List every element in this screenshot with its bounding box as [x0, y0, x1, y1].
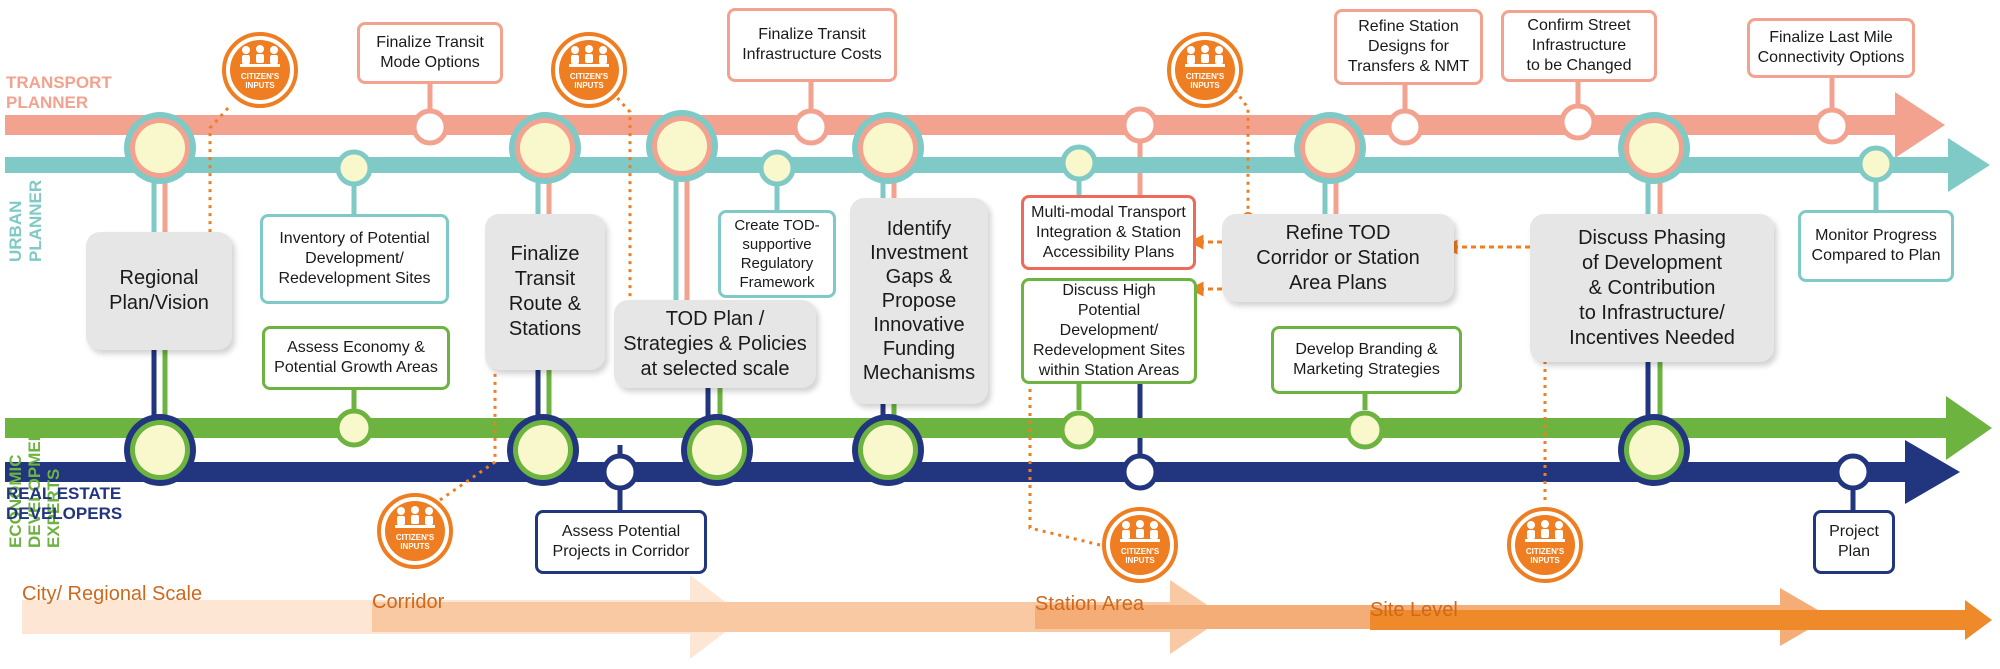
- role-economic-label: ECONOMIC DEVELOPMENT EXPERTS: [6, 418, 63, 548]
- node-urban-1: [335, 149, 373, 187]
- big-nodes-bottom: [124, 414, 1690, 486]
- role-transport-label: TRANSPORT PLANNER: [6, 73, 112, 112]
- scale-label-corridor: Corridor: [372, 591, 445, 613]
- node-transport-3: [1121, 106, 1159, 144]
- discuss-high-potential-box: Discuss High Potential Development/ Rede…: [1021, 278, 1197, 384]
- scale-label-city: City/ Regional Scale: [22, 583, 203, 605]
- monitor-progress-box: Monitor Progress Compared to Plan: [1798, 210, 1954, 282]
- finalize-route-stage: Finalize Transit Route & Stations: [485, 214, 605, 370]
- develop-branding-box: Develop Branding & Marketing Strategies: [1271, 326, 1462, 394]
- tod-plan-stage: TOD Plan / Strategies & Policies at sele…: [614, 300, 816, 388]
- citizen-inputs-badge-2: CITIZEN'S INPUTS: [551, 32, 627, 108]
- discuss-phasing-stage: Discuss Phasing of Development & Contrib…: [1530, 214, 1774, 362]
- citizen-inputs-label: CITIZEN'S INPUTS: [1120, 547, 1160, 565]
- citizen-inputs-label: CITIZEN'S INPUTS: [1525, 547, 1565, 565]
- project-plan-box: Project Plan: [1813, 510, 1895, 574]
- role-real-estate-label: REAL ESTATE DEVELOPERS: [6, 484, 123, 523]
- people-at-table-icon: [1525, 520, 1565, 542]
- finalize-infrastructure-costs-box: Finalize Transit Infrastructure Costs: [727, 8, 897, 82]
- assess-projects-box: Assess Potential Projects in Corridor: [535, 510, 707, 574]
- node-urban-2: [758, 149, 796, 187]
- small-nodes: [334, 103, 1895, 491]
- node-transport-2: [792, 108, 830, 146]
- node-transport-1: [411, 108, 449, 146]
- node-transport-5: [1559, 103, 1597, 141]
- inventory-sites-box: Inventory of Potential Development/ Rede…: [260, 214, 449, 304]
- identify-gaps-stage: Identify Investment Gaps & Propose Innov…: [850, 198, 988, 404]
- scale-bands: [22, 575, 1992, 659]
- node-urban-4: [1857, 145, 1895, 183]
- economic-lane: [5, 396, 1992, 460]
- citizen-inputs-label: CITIZEN'S INPUTS: [395, 533, 435, 551]
- node-transport-6: [1813, 107, 1851, 145]
- urban-lane: [5, 138, 1990, 192]
- node-realestate-2: [1121, 453, 1159, 491]
- people-at-table-icon: [395, 506, 435, 528]
- scale-band-corridor: [372, 580, 1225, 654]
- refine-station-designs-box: Refine Station Designs for Transfers & N…: [1334, 9, 1483, 85]
- citizen-links: [208, 89, 1547, 547]
- citizen-inputs-label: CITIZEN'S INPUTS: [569, 72, 609, 90]
- scale-label-site: Site Level: [1370, 599, 1458, 621]
- citizen-inputs-label: CITIZEN'S INPUTS: [1185, 72, 1225, 90]
- role-urban-label: URBAN PLANNER: [6, 179, 45, 262]
- citizen-inputs-badge-4: CITIZEN'S INPUTS: [377, 493, 453, 569]
- node-econ-3: [1345, 410, 1385, 450]
- node-realestate-1: [601, 453, 639, 491]
- people-at-table-icon: [569, 45, 609, 67]
- node-realestate-3: [1834, 453, 1872, 491]
- citizen-inputs-badge-6: CITIZEN'S INPUTS: [1507, 507, 1583, 583]
- citizen-inputs-badge-5: CITIZEN'S INPUTS: [1102, 507, 1178, 583]
- real-estate-lane: [5, 440, 1960, 504]
- confirm-street-infrastructure-box: Confirm Street Infrastructure to be Chan…: [1501, 10, 1657, 82]
- multimodal-plans-box: Multi-modal Transport Integration & Stat…: [1021, 195, 1196, 270]
- create-tod-framework-box: Create TOD- supportive Regulatory Framew…: [718, 210, 836, 298]
- regional-plan-stage: Regional Plan/Vision: [86, 232, 232, 350]
- people-at-table-icon: [240, 45, 280, 67]
- citizen-inputs-badge-1: CITIZEN'S INPUTS: [222, 32, 298, 108]
- citizen-inputs-label: CITIZEN'S INPUTS: [240, 72, 280, 90]
- node-econ-2: [1059, 410, 1099, 450]
- finalize-last-mile-box: Finalize Last Mile Connectivity Options: [1747, 18, 1915, 78]
- big-nodes-top: [124, 110, 1690, 184]
- scale-band-site: [1370, 600, 1992, 640]
- citizen-inputs-badge-3: CITIZEN'S INPUTS: [1167, 32, 1243, 108]
- assess-economy-box: Assess Economy & Potential Growth Areas: [262, 326, 450, 390]
- refine-tod-stage: Refine TOD Corridor or Station Area Plan…: [1222, 214, 1454, 302]
- scale-label-station: Station Area: [1035, 593, 1144, 615]
- transport-lane: [5, 92, 1945, 158]
- finalize-transit-mode-box: Finalize Transit Mode Options: [357, 22, 503, 84]
- people-at-table-icon: [1185, 45, 1225, 67]
- people-at-table-icon: [1120, 520, 1160, 542]
- node-urban-3: [1060, 144, 1098, 182]
- node-econ-1: [334, 408, 374, 448]
- node-transport-4: [1386, 108, 1424, 146]
